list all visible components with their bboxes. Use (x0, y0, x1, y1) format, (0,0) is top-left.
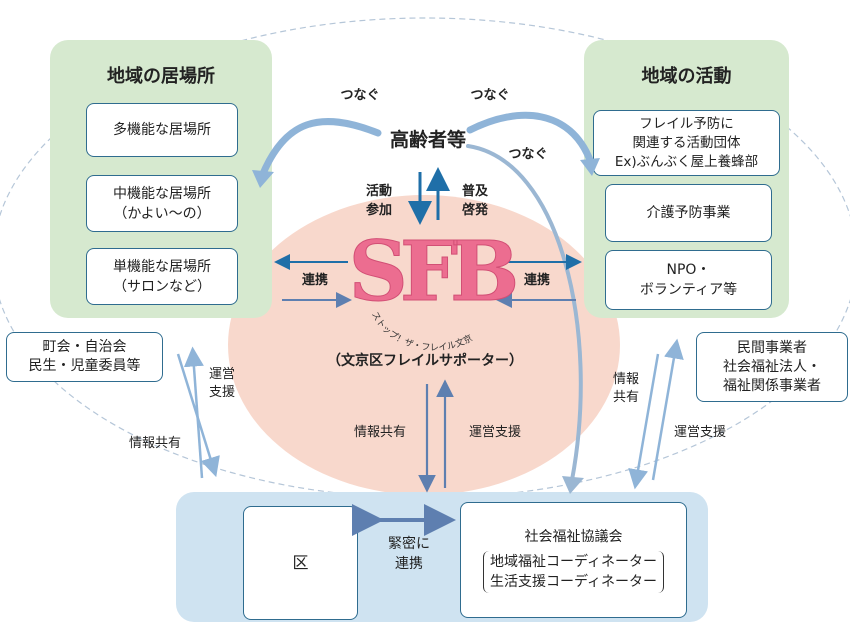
close-link-label: 緊密に 連携 (388, 536, 430, 572)
center-info-label: 情報共有 (353, 425, 406, 440)
seniors-label: 高齢者等 (389, 129, 466, 151)
place-box-3: 単機能な居場所 （サロンなど） (86, 248, 238, 305)
place-box-2: 中機能な居場所 （かよい～の） (86, 175, 238, 232)
business-box: 民間事業者 社会福祉法人・ 福祉関係事業者 (696, 332, 848, 402)
connect-label-left: つなぐ (340, 88, 380, 103)
supporter-circle (228, 195, 620, 495)
right-support-arrow (651, 338, 684, 481)
left-info-label: 情報共有 (128, 436, 181, 451)
left-support-arrow (183, 346, 204, 479)
link-label-left: 連携 (301, 273, 328, 288)
connect-arrowhead-right (580, 158, 600, 176)
connect-label-down: つなぐ (508, 147, 548, 162)
center-support-label: 運営支援 (468, 425, 521, 440)
promotion-label: 普及 啓発 (461, 184, 488, 218)
activity-box-3: NPO・ ボランティア等 (605, 250, 772, 310)
connect-arrowhead-down (562, 476, 584, 494)
connect-label-right: つなぐ (470, 88, 510, 103)
link-label-right: 連携 (523, 273, 550, 288)
activity-box-2: 介護予防事業 (605, 184, 772, 242)
left-support-label: 運営 支援 (208, 367, 235, 400)
participation-label: 活動 参加 (365, 184, 392, 218)
right-support-label: 運営支援 (673, 425, 726, 440)
ward-box: 区 (243, 506, 358, 620)
activity-box-1: フレイル予防に 関連する活動団体 Ex)ぶんぶく屋上養蜂部 (593, 110, 780, 176)
connect-arrow-left (258, 118, 382, 180)
connect-arrowhead-left (252, 170, 274, 188)
right-panel-title: 地域の活動 (641, 66, 732, 87)
right-info-arrow (628, 353, 660, 490)
council-box: 社会福祉協議会 地域福祉コーディネーター 生活支援コーディネーター (460, 502, 687, 618)
supporter-label: （文京区フレイルサポーター） (327, 353, 523, 369)
place-box-1: 多機能な居場所 (86, 103, 238, 157)
community-ellipse (0, 17, 850, 499)
right-info-label: 情報 共有 (612, 372, 639, 405)
left-panel-title: 地域の居場所 (107, 66, 215, 87)
neighborhood-box: 町会・自治会 民生・児童委員等 (6, 332, 163, 382)
logo-letters: SFB (349, 224, 515, 320)
council-title: 社会福祉協議会 (524, 529, 623, 545)
connect-arrow-right (466, 111, 594, 164)
council-roles: 地域福祉コーディネーター 生活支援コーディネーター (482, 551, 665, 593)
